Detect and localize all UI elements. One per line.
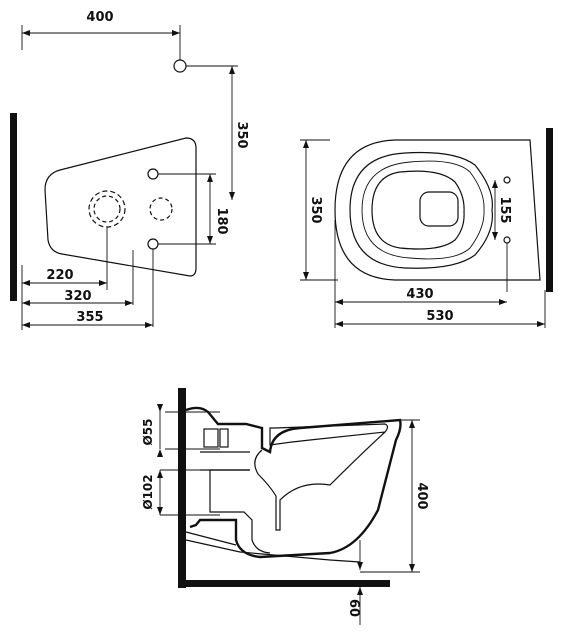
dim-355: 355 [76, 310, 103, 325]
dim-180: 180 [214, 207, 229, 234]
dim-350-rear: 350 [234, 121, 249, 148]
rear-plate-outline [44, 137, 197, 277]
dim-530: 530 [426, 309, 453, 324]
plan-view: 350 155 430 530 [300, 128, 553, 328]
dim-320: 320 [64, 289, 91, 304]
dim-220: 220 [46, 268, 73, 283]
dim-155: 155 [497, 196, 512, 223]
bowl-outer [334, 139, 541, 281]
side-section-view: 60 400 Ø55 Ø102 [141, 388, 429, 625]
plan-view-wall [546, 128, 553, 292]
rear-view-wall [10, 113, 17, 301]
toilet-outline [185, 406, 402, 559]
side-view-floor [178, 580, 390, 587]
dim-diameter-102: Ø102 [141, 474, 155, 509]
dim-430: 430 [406, 287, 433, 302]
dim-350-plan: 350 [308, 196, 323, 223]
dim-diameter-55: Ø55 [141, 419, 155, 446]
rear-view: 400 350 180 220 [10, 10, 249, 330]
dim-400-side: 400 [414, 482, 429, 509]
dim-400-top: 400 [86, 10, 113, 25]
dim-60: 60 [346, 599, 361, 617]
side-view-wall [178, 388, 186, 588]
